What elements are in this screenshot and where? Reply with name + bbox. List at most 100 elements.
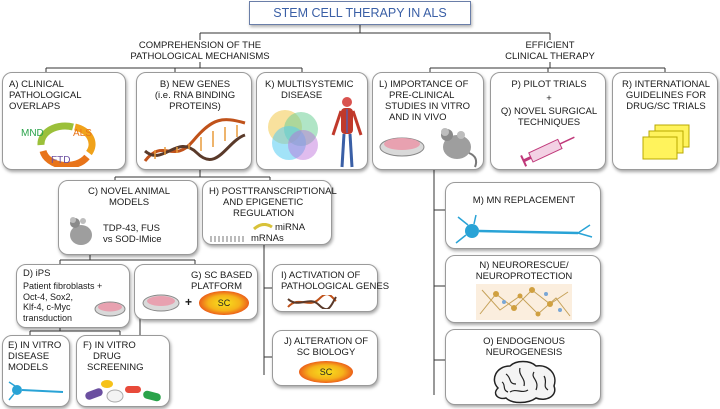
mouse-icon: [441, 128, 478, 168]
box-k-multisystemic: K) MULTISYSTEMIC DISEASE: [256, 72, 368, 170]
branch-left-line2: PATHOLOGICAL MECHANISMS: [130, 51, 270, 62]
box-o-neurogenesis: O) ENDOGENOUS NEUROGENESIS: [445, 329, 601, 405]
box-b-label: B) NEW GENES (i.e. RNA BINDING PROTEINS): [137, 79, 253, 112]
box-q-line1: Q) NOVEL SURGICAL: [500, 106, 598, 117]
petri-dish-icon: [94, 301, 126, 317]
box-g-plus: +: [185, 295, 193, 309]
box-h-line2: AND EPIGENETIC: [223, 197, 304, 208]
box-r-line1: R) INTERNATIONAL: [622, 79, 710, 90]
mirna-icon: [253, 223, 273, 231]
mnd-label: MND: [21, 128, 44, 139]
syringe-icon: [520, 136, 575, 167]
branch-right: EFFICIENT CLINICAL THERAPY: [490, 40, 610, 62]
box-l-line3: STUDIES IN VITRO: [385, 101, 470, 112]
box-d-line4: transduction: [23, 312, 73, 323]
box-g-sc-platform: G) SC BASED PLATFORM + SC: [134, 264, 258, 320]
box-f-line1: F) IN VITRO: [83, 340, 136, 351]
box-m-mn-replacement: M) MN REPLACEMENT: [445, 182, 601, 249]
branch-left: COMPREHENSION OF THE PATHOLOGICAL MECHAN…: [118, 40, 282, 62]
branch-right-line2: CLINICAL THERAPY: [505, 51, 595, 62]
mrna-strand-icon: [210, 236, 244, 242]
stem-cell-icon: SC: [299, 361, 353, 383]
box-e-line1: E) IN VITRO: [8, 340, 62, 351]
box-d-title: D) iPS: [23, 268, 51, 279]
als-label: ALS: [73, 128, 92, 139]
box-l-line4: AND IN VIVO: [389, 112, 447, 123]
branch-left-line1: COMPREHENSION OF THE: [138, 40, 262, 51]
box-i-line1: I) ACTIVATION OF: [281, 270, 361, 281]
neuron-icon: [455, 214, 593, 244]
box-l-label: L) IMPORTANCE OF PRE-CLINICAL STUDIES IN…: [379, 79, 470, 123]
box-b-new-genes: B) NEW GENES (i.e. RNA BINDING PROTEINS): [136, 72, 252, 170]
box-j-line1: J) ALTERATION OF: [283, 336, 369, 347]
box-f-line2: DRUG: [93, 351, 121, 362]
mirna-label: miRNA: [275, 222, 306, 233]
box-p-label: P) PILOT TRIALS: [511, 79, 587, 90]
box-e-line3: MODELS: [8, 362, 49, 373]
brain-icon: [493, 360, 556, 404]
box-b-line1: B) NEW GENES: [159, 79, 231, 90]
box-r-label: R) INTERNATIONAL GUIDELINES FOR DRUG/SC …: [613, 79, 719, 112]
box-c-label: C) NOVEL ANIMAL MODELS: [59, 186, 199, 208]
box-r-line2: GUIDELINES FOR: [625, 90, 707, 101]
box-k-line2: DISEASE: [281, 90, 323, 101]
box-m-label: M) MN REPLACEMENT: [472, 195, 576, 206]
diagram-title: STEM CELL THERAPY IN ALS: [249, 1, 471, 25]
box-b-line3: PROTEINS): [169, 101, 221, 112]
box-d-line1: Patient fibroblasts +: [23, 281, 103, 291]
box-e-disease-models: E) IN VITRO DISEASE MODELS: [2, 335, 70, 407]
box-e-line2: DISEASE: [8, 351, 50, 362]
box-a-line2: PATHOLOGICAL: [9, 90, 82, 101]
box-o-line1: O) ENDOGENOUS: [483, 336, 565, 347]
box-c-line2: MODELS: [108, 197, 150, 208]
human-body-icon: [331, 97, 363, 168]
box-a-label: A) CLINICAL PATHOLOGICAL OVERLAPS: [9, 79, 82, 112]
box-d-ips: D) iPS Patient fibroblasts + Oct-4, Sox2…: [16, 264, 130, 328]
box-j-sc-biology: J) ALTERATION OF SC BIOLOGY SC: [272, 330, 378, 386]
petri-dish-icon: [142, 294, 180, 312]
box-h-line3: REGULATION: [233, 208, 295, 219]
box-g-line2: PLATFORM: [191, 281, 243, 292]
box-l-line2: PRE-CLINICAL: [389, 90, 455, 101]
box-f-drug-screening: F) IN VITRO DRUG SCREENING: [76, 335, 170, 407]
box-d-line3: Klf-4, c-Myc: [23, 302, 71, 312]
box-n-line2: NEUROPROTECTION: [475, 271, 573, 282]
box-pq-plus: +: [546, 93, 552, 104]
box-r-line3: DRUG/SC TRIALS: [626, 101, 706, 112]
petri-dish-icon: [379, 137, 425, 157]
dna-helix-icon: [143, 118, 246, 162]
box-q-line2: TECHNIQUES: [517, 117, 581, 128]
box-c-models: TDP-43, FUS vs SOD-IMice: [103, 223, 162, 245]
box-k-label: K) MULTISYSTEMIC DISEASE: [265, 79, 354, 101]
documents-icon: [642, 124, 690, 160]
dna-helix-icon: [287, 295, 337, 309]
venn-diagram-icon: [268, 110, 318, 160]
box-j-line2: SC BIOLOGY: [296, 347, 356, 358]
sc-label: SC: [217, 298, 231, 308]
box-a-line3: OVERLAPS: [9, 101, 61, 112]
box-d-description: Patient fibroblasts + Oct-4, Sox2, Klf-4…: [23, 281, 102, 323]
box-c-line1: C) NOVEL ANIMAL: [87, 186, 170, 197]
ftd-label: FTD: [51, 155, 71, 166]
box-b-line2: (i.e. RNA BINDING: [154, 90, 236, 101]
box-k-line1: K) MULTISYSTEMIC: [265, 79, 354, 90]
box-a-clinical-overlaps: A) CLINICAL PATHOLOGICAL OVERLAPS MND AL…: [2, 72, 126, 170]
box-h-label: H) POSTTRANSCRIPTIONAL AND EPIGENETIC RE…: [209, 186, 337, 219]
neural-network-icon: [476, 284, 572, 320]
box-h-line1: H) POSTTRANSCRIPTIONAL: [209, 186, 337, 197]
branch-right-line1: EFFICIENT: [525, 40, 575, 51]
box-h-regulation: H) POSTTRANSCRIPTIONAL AND EPIGENETIC RE…: [202, 180, 337, 245]
mrnas-label: mRNAs: [251, 233, 284, 244]
box-c-model2: vs SOD-IMice: [103, 234, 162, 245]
box-i-line2: PATHOLOGICAL GENES: [281, 281, 390, 292]
box-f-line3: SCREENING: [87, 362, 144, 373]
box-o-label: O) ENDOGENOUS NEUROGENESIS: [446, 336, 602, 358]
neuron-icon: [8, 381, 64, 401]
box-pq-pilot-trials: P) PILOT TRIALS + Q) NOVEL SURGICAL TECH…: [490, 72, 606, 170]
box-l-preclinical: L) IMPORTANCE OF PRE-CLINICAL STUDIES IN…: [372, 72, 484, 170]
stem-cell-icon: SC: [199, 291, 249, 315]
box-e-label: E) IN VITRO DISEASE MODELS: [8, 340, 61, 373]
box-l-line1: L) IMPORTANCE OF: [379, 79, 469, 90]
box-n-neurorescue: N) NEURORESCUE/ NEUROPROTECTION: [445, 255, 601, 323]
box-d-line2: Oct-4, Sox2,: [23, 291, 74, 302]
